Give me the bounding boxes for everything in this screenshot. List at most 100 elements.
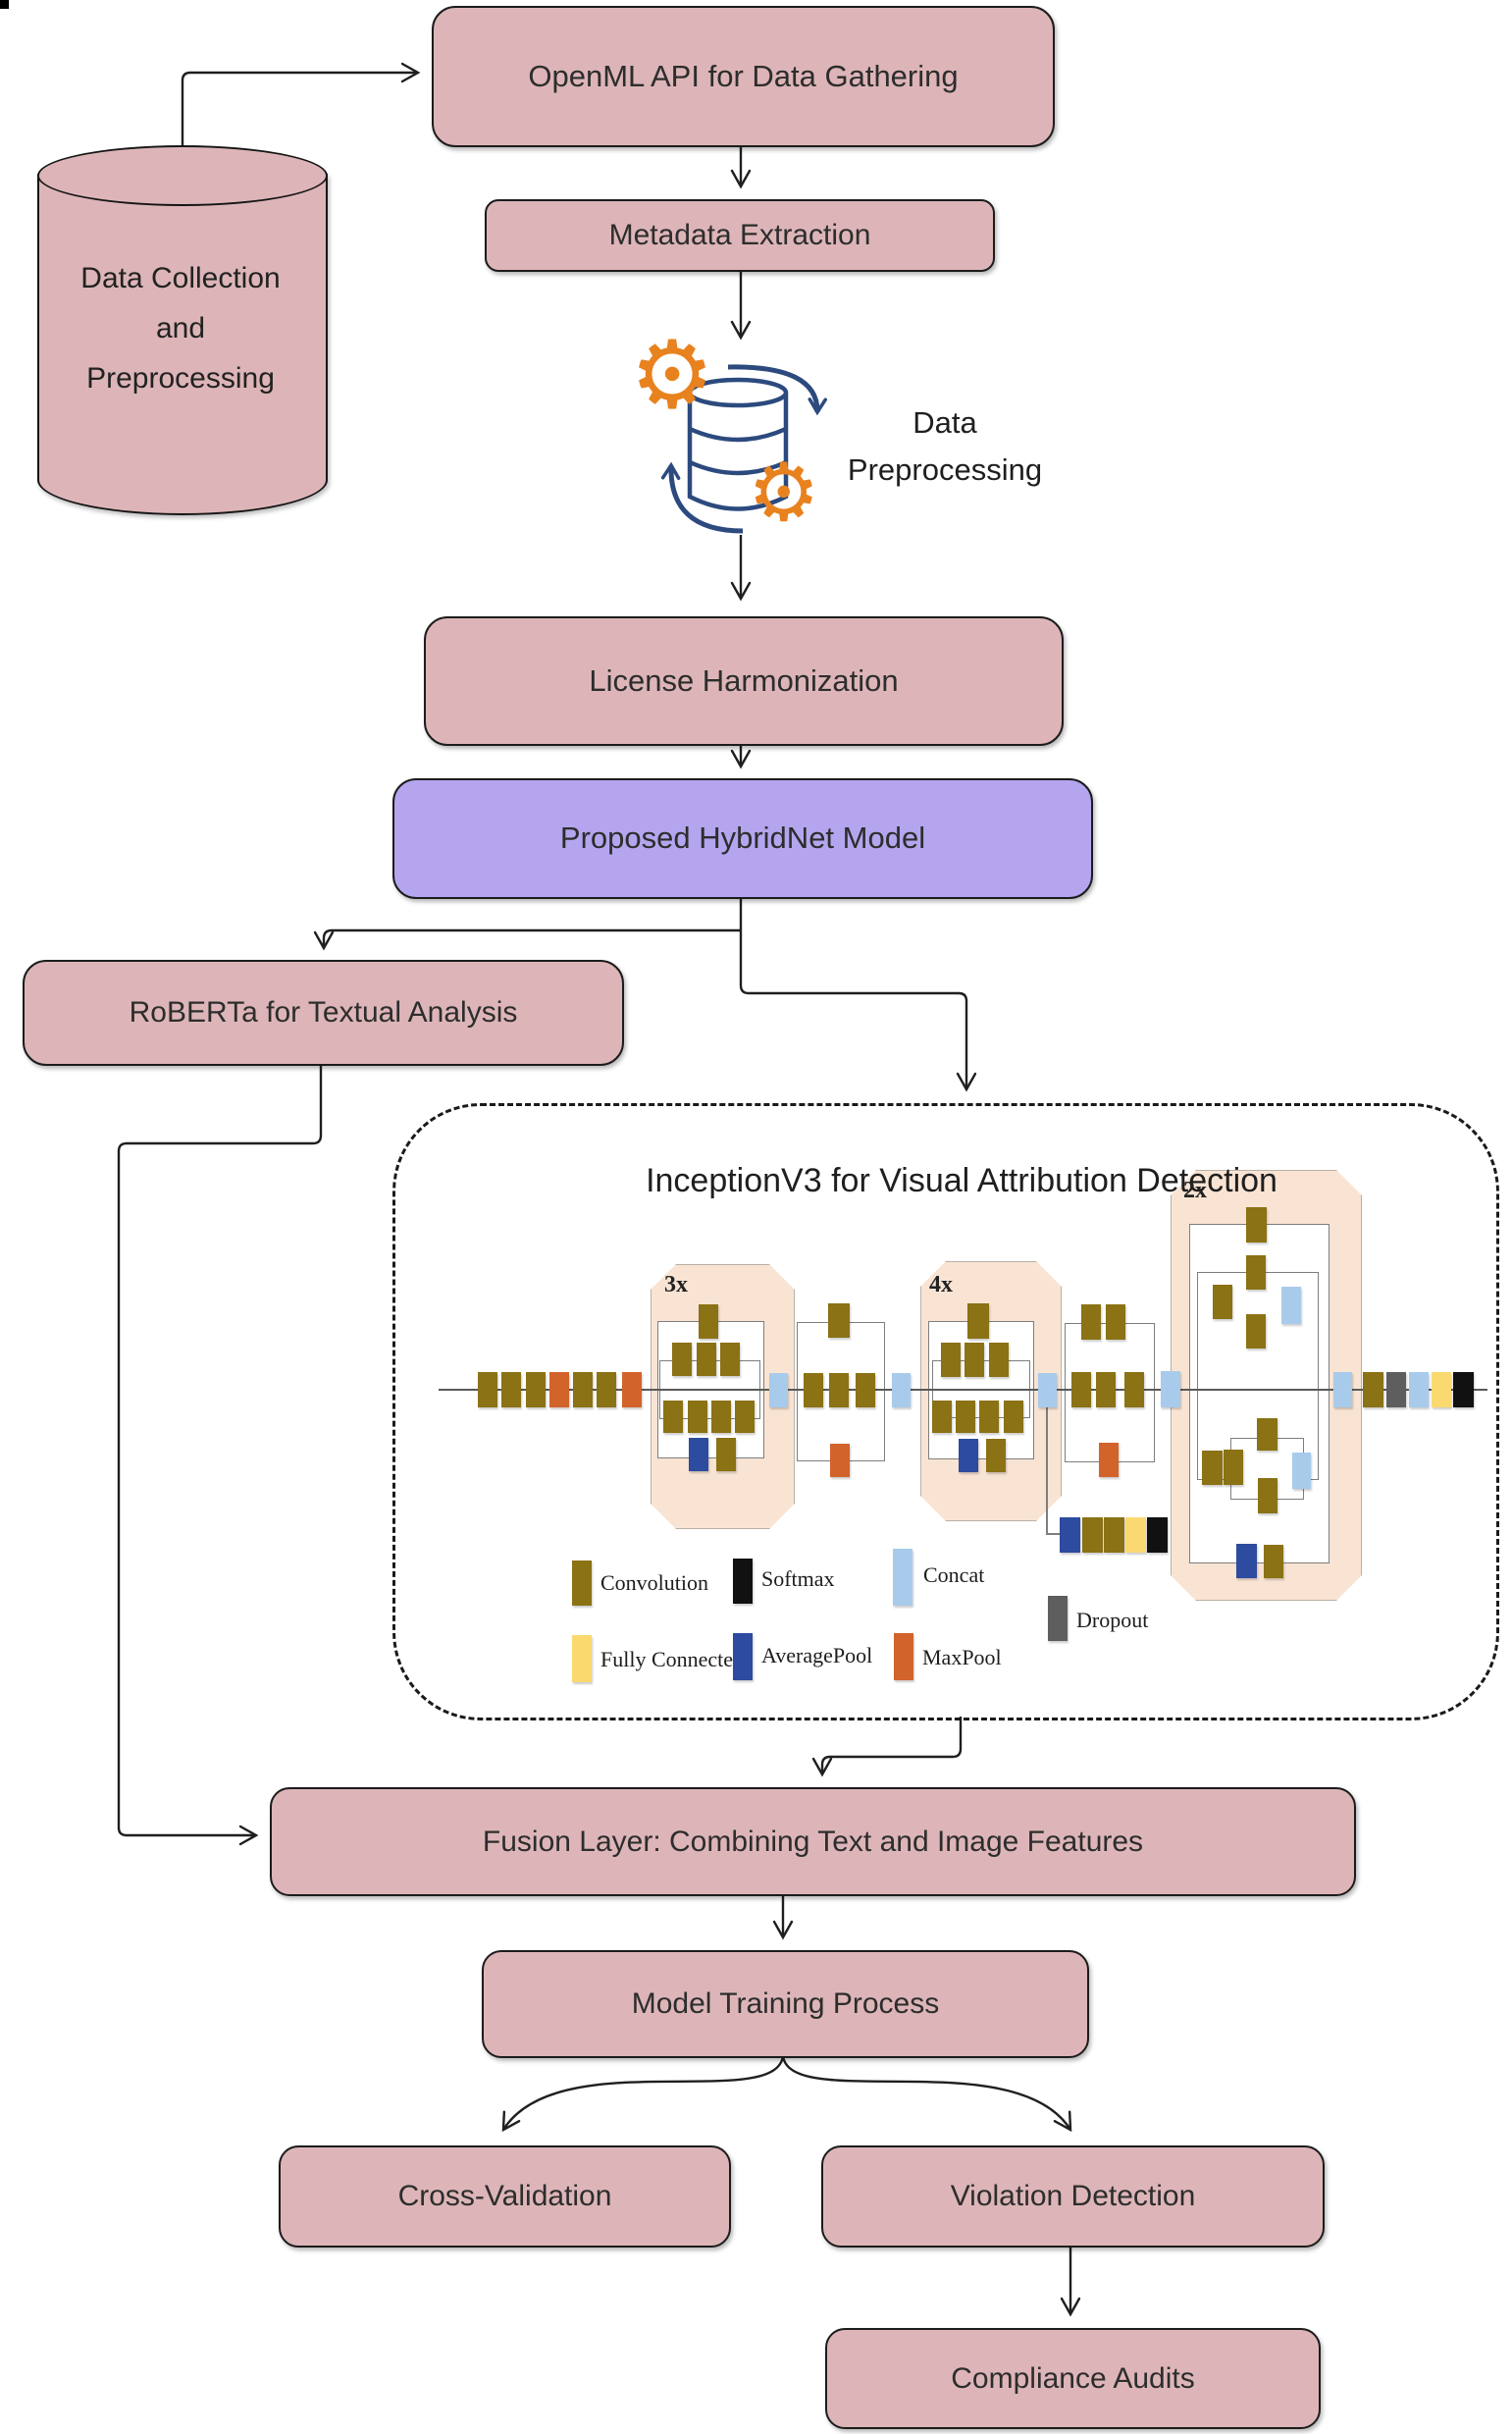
- conv-block: [478, 1372, 497, 1407]
- module-repeat-label: 3x: [664, 1272, 688, 1297]
- legend-label-avg: AveragePool: [761, 1643, 873, 1667]
- node-hybridnet-model: Proposed HybridNet Model: [392, 778, 1093, 899]
- conv-block: [1224, 1450, 1243, 1485]
- node-roberta-label: RoBERTa for Textual Analysis: [129, 996, 518, 1030]
- conv-block: [720, 1343, 740, 1376]
- conv-block: [501, 1372, 521, 1407]
- conv-block: [1246, 1207, 1267, 1243]
- conv-block: [956, 1401, 975, 1433]
- conv-block: [711, 1401, 731, 1433]
- database-icon: [671, 364, 817, 534]
- node-violation-detection: Violation Detection: [821, 2145, 1325, 2248]
- legend-swatch-conv: [572, 1561, 592, 1606]
- conv-block: [1257, 1418, 1277, 1451]
- concat-block: [1409, 1372, 1429, 1407]
- conv-block: [663, 1401, 683, 1433]
- legend-label-dropout: Dropout: [1076, 1608, 1149, 1632]
- conv-block: [1004, 1401, 1023, 1433]
- concat-block: [1333, 1372, 1352, 1407]
- legend-label-fc: Fully Connected: [600, 1647, 745, 1671]
- node-violation-detection-label: Violation Detection: [950, 2180, 1196, 2213]
- conv-block: [1081, 1304, 1101, 1340]
- legend-swatch-softmax: [733, 1559, 753, 1604]
- data-collection-cylinder: [37, 174, 328, 515]
- conv-block: [932, 1401, 952, 1433]
- aux-branch-line: [1046, 1533, 1062, 1535]
- architecture-main-line: [439, 1389, 1487, 1391]
- module-repeat-label: 4x: [929, 1272, 953, 1297]
- node-fusion-layer-label: Fusion Layer: Combining Text and Image F…: [482, 1825, 1144, 1858]
- cylinder-label-line2: and: [155, 312, 206, 344]
- conv-block: [1258, 1478, 1277, 1513]
- conv-block: [829, 1373, 849, 1407]
- inceptionv3-title: InceptionV3 for Visual Attribution Detec…: [646, 1162, 1277, 1199]
- node-metadata-extraction: Metadata Extraction: [485, 199, 995, 272]
- conv-block: [688, 1401, 707, 1433]
- avg-block: [1236, 1544, 1257, 1578]
- node-cross-validation: Cross-Validation: [279, 2145, 731, 2248]
- legend-swatch-fc: [572, 1635, 592, 1682]
- conv-block: [986, 1439, 1006, 1472]
- max-block: [622, 1372, 642, 1407]
- conv-block: [526, 1372, 546, 1407]
- conv-block: [941, 1343, 961, 1377]
- node-openml-api-label: OpenML API for Data Gathering: [528, 58, 959, 93]
- node-hybridnet-model-label: Proposed HybridNet Model: [559, 820, 926, 856]
- node-license-harmonization-label: License Harmonization: [589, 662, 899, 698]
- legend-label-concat: Concat: [923, 1562, 985, 1587]
- module-repeat-label: 2x: [1183, 1178, 1207, 1203]
- conv-block: [1246, 1255, 1266, 1290]
- concat-block: [1292, 1453, 1311, 1489]
- conv-block: [672, 1343, 692, 1376]
- conv-block: [1264, 1545, 1283, 1578]
- node-model-training-label: Model Training Process: [631, 1987, 940, 2021]
- node-openml-api: OpenML API for Data Gathering: [432, 6, 1055, 147]
- conv-block: [735, 1401, 755, 1433]
- cylinder-label: Data Collection and Preprocessing: [37, 253, 324, 403]
- conv-block: [1104, 1517, 1124, 1553]
- max-block: [1099, 1443, 1119, 1477]
- node-cross-validation-label: Cross-Validation: [397, 2180, 612, 2213]
- conv-block: [967, 1303, 989, 1339]
- avg-block: [689, 1438, 708, 1471]
- node-compliance-audits: Compliance Audits: [825, 2328, 1321, 2429]
- max-block: [830, 1444, 850, 1477]
- aux-branch-line: [1046, 1407, 1048, 1535]
- avg-block: [959, 1439, 978, 1472]
- node-metadata-extraction-label: Metadata Extraction: [608, 219, 871, 252]
- node-roberta: RoBERTa for Textual Analysis: [23, 960, 624, 1066]
- preprocess-caption-line2: Preprocessing: [847, 452, 1043, 487]
- flow-arrows: [117, 62, 1081, 2317]
- fc-block: [1125, 1517, 1146, 1553]
- node-model-training: Model Training Process: [482, 1950, 1089, 2058]
- preprocess-caption-line1: Data: [912, 405, 977, 440]
- legend-swatch-dropout: [1048, 1596, 1068, 1641]
- fc-block: [1432, 1372, 1451, 1407]
- conv-block: [1096, 1372, 1116, 1407]
- conv-block: [1082, 1517, 1103, 1553]
- concat-block: [1038, 1373, 1057, 1407]
- avg-block: [1060, 1517, 1080, 1553]
- conv-block: [989, 1343, 1009, 1377]
- conv-block: [828, 1303, 850, 1338]
- conv-block: [1213, 1285, 1232, 1319]
- conv-block: [1363, 1372, 1383, 1407]
- cylinder-label-line1: Data Collection: [80, 262, 281, 294]
- conv-block: [573, 1372, 593, 1407]
- gear-icon: ⚙: [630, 320, 715, 430]
- conv-block: [965, 1343, 984, 1377]
- conv-block: [804, 1373, 823, 1407]
- legend-swatch-avg: [733, 1633, 753, 1680]
- dropout-block: [1386, 1372, 1406, 1407]
- max-block: [549, 1372, 569, 1407]
- node-license-harmonization: License Harmonization: [424, 616, 1064, 746]
- softmax-block: [1453, 1372, 1474, 1407]
- legend-swatch-max: [894, 1633, 913, 1680]
- cylinder-label-line3: Preprocessing: [86, 362, 275, 395]
- conv-block: [1124, 1372, 1144, 1407]
- conv-block: [699, 1304, 718, 1339]
- legend-swatch-concat: [893, 1549, 912, 1606]
- conv-block: [1071, 1372, 1091, 1407]
